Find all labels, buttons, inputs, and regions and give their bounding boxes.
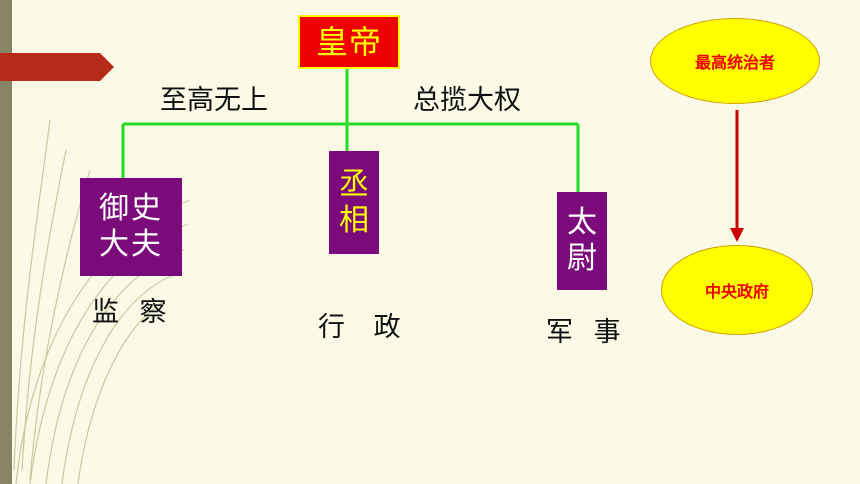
function-label-military: 军 事 [546, 317, 627, 348]
side-bar [0, 0, 12, 484]
censor-box: 御史 大夫 [80, 178, 182, 276]
arrow-banner [0, 53, 114, 81]
power-label-supreme: 至高无上 [160, 85, 268, 116]
function-label-administration: 行 政 [318, 312, 411, 343]
oval-central-government-label: 中央政府 [704, 282, 769, 301]
oval-supreme-ruler-label: 最高统治者 [694, 53, 775, 72]
oval-supreme-ruler: 最高统治者 [650, 18, 820, 104]
function-label-supervision: 监 察 [92, 297, 173, 328]
oval-central-government: 中央政府 [661, 245, 813, 335]
power-label-authority: 总揽大权 [413, 85, 521, 116]
emperor-box: 皇帝 [298, 15, 400, 69]
legend-arrow [730, 110, 744, 242]
commander-box: 太 尉 [557, 192, 607, 290]
chancellor-box: 丞 相 [329, 151, 379, 254]
